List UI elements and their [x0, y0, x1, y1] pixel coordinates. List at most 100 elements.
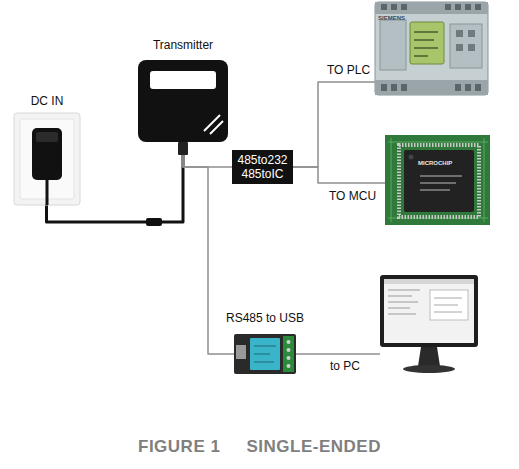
- plc-device-part: [380, 20, 406, 70]
- usb-converter-device-part: [234, 334, 296, 374]
- plc-device-part: [391, 4, 397, 10]
- plc-device-part: [455, 84, 461, 91]
- node-heading: RS485 to USB: [226, 311, 304, 325]
- mcu-board-part: [399, 145, 479, 217]
- pc-monitor-part: [430, 290, 468, 320]
- pc-monitor-part: [434, 305, 458, 306]
- pc-monitor-part: [388, 290, 420, 291]
- mcu-board-part: [420, 190, 450, 191]
- line-label: to PC: [330, 359, 360, 373]
- usb-converter-device-part: [254, 362, 274, 363]
- signal-wire: [293, 167, 385, 183]
- wall-socket-part: [32, 128, 62, 180]
- wall-socket-part: [46, 180, 49, 205]
- plc-device-part: [401, 4, 407, 10]
- plc-device-part: [414, 39, 434, 41]
- transmitter-device-part: [178, 142, 188, 155]
- usb-converter-device-part: [287, 356, 291, 360]
- plc-device-part: [375, 2, 488, 95]
- mcu-board-part: [409, 155, 414, 160]
- box-text: 485to232 485toIC: [232, 150, 293, 184]
- plc-device-part: [455, 4, 461, 10]
- mcu-node: TO MCU: [385, 135, 490, 225]
- plc-device-part: [456, 30, 463, 37]
- pc-monitor-part: [388, 296, 412, 297]
- pc-monitor-part: [388, 314, 416, 315]
- transmitter-node: Transmitter: [138, 58, 228, 155]
- plc-device-part: [465, 4, 471, 10]
- plc-device-part: [414, 47, 438, 49]
- plc-device-part: [445, 4, 451, 10]
- usb-converter-device: [234, 334, 296, 374]
- mcu-board-part: [420, 176, 462, 177]
- pc-monitor-part: [418, 347, 440, 366]
- plc-device-part: [375, 80, 488, 95]
- power-socket-node: DC IN: [14, 113, 80, 205]
- usb-converter-device-part: [250, 338, 280, 370]
- pc-monitor-part: [384, 279, 474, 343]
- usb-converter-device-part: [254, 346, 276, 347]
- usb-cable: [296, 353, 380, 355]
- plc-device: [375, 2, 488, 95]
- wall-socket: [14, 113, 80, 205]
- cable-connector: [146, 218, 162, 226]
- transmitter-device-part: [210, 121, 223, 134]
- pc-monitor-part: [434, 312, 462, 313]
- plc-device-part: [381, 4, 387, 10]
- plc-device-part: [468, 30, 475, 37]
- mcu-board-part: [391, 138, 392, 222]
- usb-converter-device-part: [283, 336, 294, 372]
- mcu-board: [385, 135, 490, 225]
- signal-wire: [183, 155, 232, 167]
- plc-device-part: [410, 22, 444, 64]
- usb-converter-device-part: [287, 364, 291, 368]
- pc-monitor-part: [384, 279, 474, 284]
- plc-device-part: [401, 84, 407, 91]
- pc-node: to PC: [380, 275, 478, 385]
- wall-socket-part: [36, 132, 58, 142]
- transmitter-device-part: [138, 60, 228, 142]
- usb-converter-device-part: [236, 345, 246, 359]
- line-label: TO PLC: [327, 63, 370, 77]
- signal-wire: [293, 82, 375, 167]
- plc-device-part: [468, 44, 475, 51]
- plc-device-part: [391, 84, 397, 91]
- line-label: TO MCU: [329, 189, 376, 203]
- pc-monitor-part: [380, 275, 478, 347]
- pc-monitor-part: [388, 308, 410, 309]
- node-heading: DC IN: [31, 94, 64, 108]
- usb-converter-node: RS485 to USB: [234, 334, 296, 374]
- mcu-board-part: [404, 150, 474, 212]
- mcu-board-part: [420, 183, 456, 184]
- cable-connector-part: [146, 218, 162, 226]
- brand-text: SIEMENS: [378, 15, 405, 22]
- plc-device-part: [475, 84, 481, 91]
- pc-monitor-part: [388, 302, 418, 303]
- wall-socket-part: [14, 113, 80, 205]
- plc-device-part: [475, 4, 481, 10]
- mcu-board-part: [484, 138, 485, 222]
- plc-device-part: [465, 84, 471, 91]
- transmitter-device-part: [204, 115, 220, 131]
- node-heading: Transmitter: [153, 38, 213, 52]
- transmitter-device-part: [150, 71, 216, 89]
- plc-device-part: [456, 44, 463, 51]
- pc-monitor-part: [434, 298, 462, 299]
- pc-monitor: [380, 275, 478, 373]
- plc-device-part: [375, 2, 488, 14]
- plc-device-part: [414, 55, 428, 57]
- usb-converter-device-part: [287, 340, 291, 344]
- plc-device-part: [414, 31, 438, 33]
- usb-converter-device-part: [254, 354, 270, 355]
- plc-device-part: [450, 24, 482, 68]
- transmitter-device: [138, 60, 228, 155]
- mcu-board-part: [388, 142, 488, 143]
- mcu-board-part: [385, 135, 490, 225]
- figure-caption: FIGURE 1 SINGLE-ENDED: [0, 437, 519, 457]
- pc-monitor-part: [403, 365, 455, 373]
- chip-marking: MICROCHIP: [418, 160, 452, 167]
- plc-device-part: [381, 84, 387, 91]
